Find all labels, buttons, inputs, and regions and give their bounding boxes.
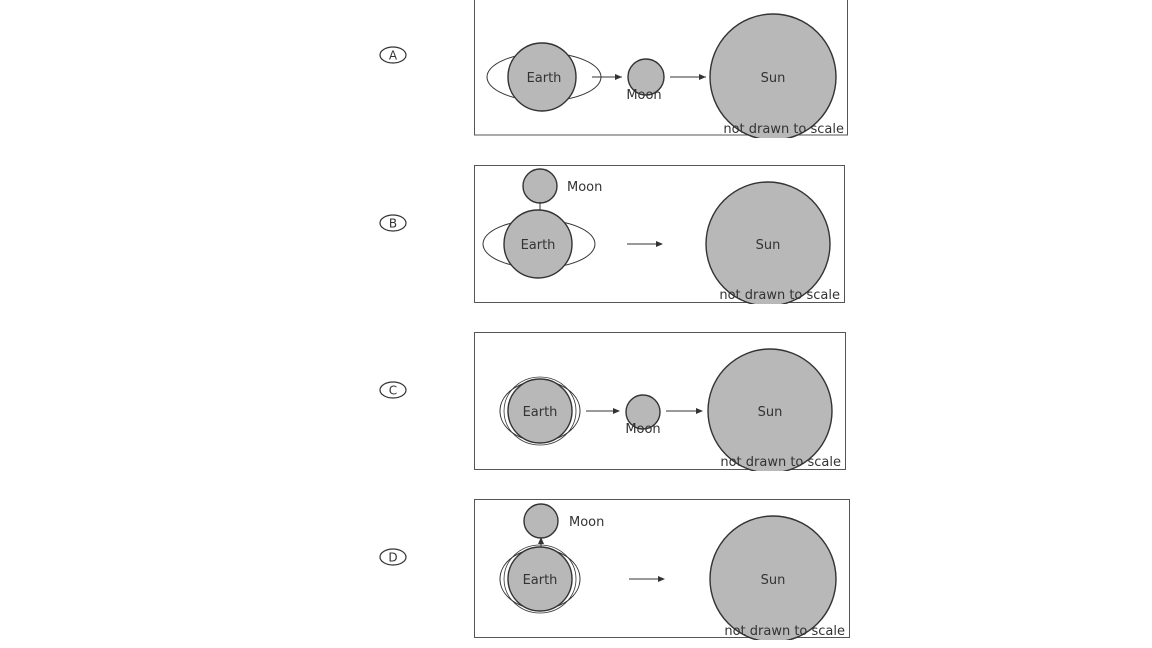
diagram-b: Moon Earth Sun not drawn to scale	[474, 165, 845, 304]
moon-label: Moon	[569, 515, 604, 530]
earth-tidal-bulge-outer	[503, 376, 577, 446]
choice-a-letter-icon[interactable]: A	[378, 45, 410, 65]
moon-icon	[625, 394, 661, 430]
scale-note: not drawn to scale	[723, 122, 844, 137]
earth-icon	[503, 209, 573, 279]
scale-note: not drawn to scale	[720, 455, 841, 470]
diagram-a: Earth Moon Sun not drawn to scale	[474, 0, 848, 138]
earth-label: Earth	[521, 238, 556, 253]
diagram-c: Earth Moon Sun not drawn to scale	[474, 332, 846, 471]
choice-d-letter-icon[interactable]: D	[378, 547, 410, 567]
earth-label: Earth	[527, 71, 562, 86]
sun-label: Sun	[761, 573, 786, 588]
moon-icon	[522, 168, 558, 204]
earth-icon	[507, 546, 573, 612]
sun-icon	[705, 181, 831, 304]
scale-note: not drawn to scale	[719, 288, 840, 303]
choice-b-letter-icon[interactable]: B	[378, 213, 410, 233]
moon-icon	[523, 503, 559, 539]
earth-tidal-bulge-outer	[503, 544, 577, 614]
sun-label: Sun	[758, 405, 783, 420]
earth-icon	[507, 378, 573, 444]
sun-icon	[707, 348, 833, 471]
moon-label: Moon	[626, 88, 661, 103]
moon-label: Moon	[567, 180, 602, 195]
choice-b-letter: B	[389, 217, 397, 231]
earth-label: Earth	[523, 405, 558, 420]
earth-label: Earth	[523, 573, 558, 588]
sun-label: Sun	[761, 71, 786, 86]
choice-d-letter: D	[388, 551, 397, 565]
sun-icon	[709, 515, 837, 640]
earth-icon	[507, 42, 577, 112]
choice-c-letter: C	[389, 384, 397, 398]
diagram-d: Moon Earth Sun not drawn to scale	[474, 499, 850, 640]
sun-label: Sun	[756, 238, 781, 253]
choice-a-letter: A	[389, 49, 398, 63]
sun-icon	[709, 13, 837, 138]
moon-icon	[627, 58, 665, 96]
moon-label: Moon	[625, 422, 660, 437]
choice-c-letter-icon[interactable]: C	[378, 380, 410, 400]
scale-note: not drawn to scale	[724, 624, 845, 639]
